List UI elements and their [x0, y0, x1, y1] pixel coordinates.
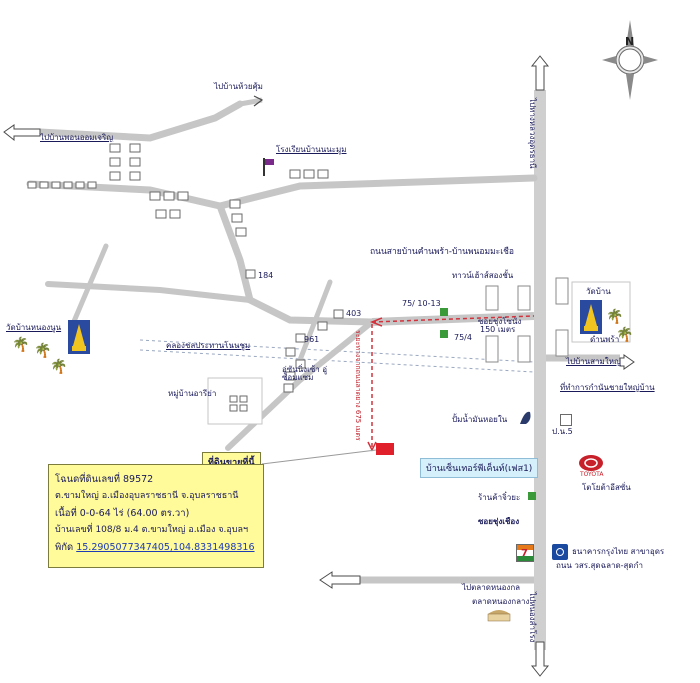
bank-logo-icon	[552, 544, 568, 560]
label-soi: ซอยชุ่งโซนัง	[478, 317, 522, 326]
label-house-75-10: 75/ 10-13	[402, 299, 441, 308]
road-west-upper	[36, 100, 244, 142]
highway-arrow-south-icon	[530, 641, 550, 677]
palm-tree-icon: 🌴	[12, 337, 30, 353]
road-school	[26, 174, 538, 210]
green-house-75-4	[440, 330, 448, 338]
label-to-ban-phon-na: ไปบ้านพอนออมเจริญ	[40, 133, 114, 142]
label-to-talad: ไปตลาดหนองกล	[462, 583, 521, 592]
highway-arrow-north-icon	[530, 55, 550, 91]
road-center-south	[216, 202, 376, 326]
land-label: ที่ดินขายที่นี้	[208, 458, 255, 468]
label-to-nong-kham: ไปหนองสำโรง	[528, 592, 537, 643]
label-school: โรงเรียนบ้านนนะมูม	[276, 145, 347, 154]
info-line-1: โฉนดที่ดินเลขที่ 89572	[55, 474, 154, 485]
info-line-2: ต.ขามใหญ่ อ.เมืองอุบลราชธานี จ.อุบลราชธา…	[55, 491, 239, 501]
coord-link[interactable]: 15.2905077347405,104.8331498316	[76, 542, 255, 553]
distance-arrow-west-icon	[369, 317, 383, 327]
label-village: หมู่บ้านอารีย่า	[168, 389, 217, 398]
label-distance-150: 150 เมตร	[480, 325, 516, 334]
label-bank-road: ถนน วสร.สุดฉลาด-สุดกำ	[556, 561, 643, 570]
road-west-lower	[45, 281, 253, 303]
arrow-east-samyai-icon	[619, 354, 635, 370]
temple-icon	[580, 300, 602, 334]
info-line-3: เนื้อที่ 0-0-64 ไร่ (64.00 ตร.วา)	[55, 508, 190, 519]
house-left-row	[27, 181, 97, 189]
palm-tree-icon: 🌴	[616, 327, 634, 343]
arrow-north-road-icon	[253, 95, 264, 107]
label-to-ban-nong-yai: ไปบ้านห้วยศุ้ม	[214, 82, 263, 91]
label-toyota: TOYOTA	[580, 471, 604, 478]
seven-label: 7	[521, 548, 528, 559]
leader-line	[261, 449, 377, 465]
label-bank: ธนาคารกรุงไทย สาขาอุดร	[572, 547, 665, 556]
temple-icon	[68, 320, 90, 354]
police-box-icon	[560, 414, 572, 426]
label-temple-right-top: วัดบ้าน	[586, 287, 611, 296]
compass-letter: N	[625, 35, 635, 48]
label-market: ตลาดหนองกลาง	[472, 597, 530, 606]
label-gas-station: ปั้มน้ำมันหอยใน	[452, 415, 508, 424]
label-house-75-4: 75/4	[454, 333, 472, 342]
label-to-ban-sam-yai: ไปบ้านสามใหญ่	[566, 357, 621, 366]
label-police: ป.น.5	[552, 427, 573, 436]
label-canal: คลองชลประทานโนนชูม	[166, 341, 251, 350]
gas-station-icon	[520, 411, 531, 424]
main-highway	[534, 90, 546, 650]
label-house-184: 184	[258, 271, 274, 280]
label-house-403: 403	[346, 309, 362, 318]
distance-line-150	[371, 315, 535, 323]
info-line-4: บ้านเลขที่ 108/8 ม.4 ต.ขามใหญ่ อ.เมือง จ…	[55, 525, 249, 535]
road-north-diagonal	[297, 279, 333, 363]
info-line-5: พิกัด 15.2905077347405,104.8331498316	[55, 539, 257, 556]
label-spirit-shop: ร้านค้าจิ๋วยะ	[478, 493, 521, 502]
label-village-pond: อู่ซันนิ่งเซ้า อู่ซ่อมแซม	[282, 365, 328, 382]
label-soi-bottom: ซอยชุ่งเชือง	[478, 517, 520, 526]
palm-tree-icon: 🌴	[34, 343, 52, 359]
market-building-icon	[487, 610, 511, 622]
palm-tree-icon: 🌴	[606, 309, 624, 325]
label-temple-right-bottom: ดำนพร้า	[590, 335, 620, 344]
road-to-land	[225, 319, 375, 451]
label-shop-houses: ทาวน์เฮ้าส์สองชั้น	[452, 271, 514, 280]
townhouse-rows	[485, 277, 569, 363]
info-box: โฉนดที่ดินเลขที่ 89572 ต.ขามใหญ่ อ.เมือง…	[48, 464, 264, 568]
label-road-name: ถนนสายบ้านคำนพร้า-บ้านพนอมมะเชือ	[370, 247, 515, 257]
road-left-diagonal	[69, 243, 109, 329]
green-house-75-10	[440, 308, 448, 316]
palm-tree-icon: 🌴	[50, 359, 68, 375]
poi-box-label: บ้านเซ็นเทอร์พีเค็นท์(เฟส1)	[426, 464, 533, 474]
label-to-highway: ไปทางหลวงอุดรธานี	[528, 98, 537, 169]
seven-eleven-icon: 7	[516, 544, 534, 562]
toyota-logo-icon	[579, 455, 603, 471]
road-to-north	[239, 97, 263, 107]
school-flag-icon	[263, 158, 274, 176]
house-cluster-top	[109, 143, 344, 412]
label-health-center: ที่ทำการกำนันชายใหญ่บ้าน	[560, 383, 655, 392]
coord-prefix: พิกัด	[55, 542, 74, 553]
arrow-west-upper-icon	[3, 124, 41, 142]
green-house-shop	[528, 492, 536, 500]
label-distance-675: ระยะทางจากถนนลาดยาง 675 เมตร	[354, 330, 362, 441]
arrow-west-bottom-icon	[319, 571, 361, 589]
label-toyota-dealer: โตโยต้าอีสซั่น	[582, 483, 631, 492]
label-temple-left: วัดบ้านหนองนูน	[6, 323, 62, 332]
compass-rose-icon	[602, 20, 658, 100]
poi-box-center: บ้านเซ็นเทอร์พีเค็นท์(เฟส1)	[420, 458, 539, 478]
land-marker	[376, 443, 394, 455]
label-house-961: 961	[304, 335, 320, 344]
